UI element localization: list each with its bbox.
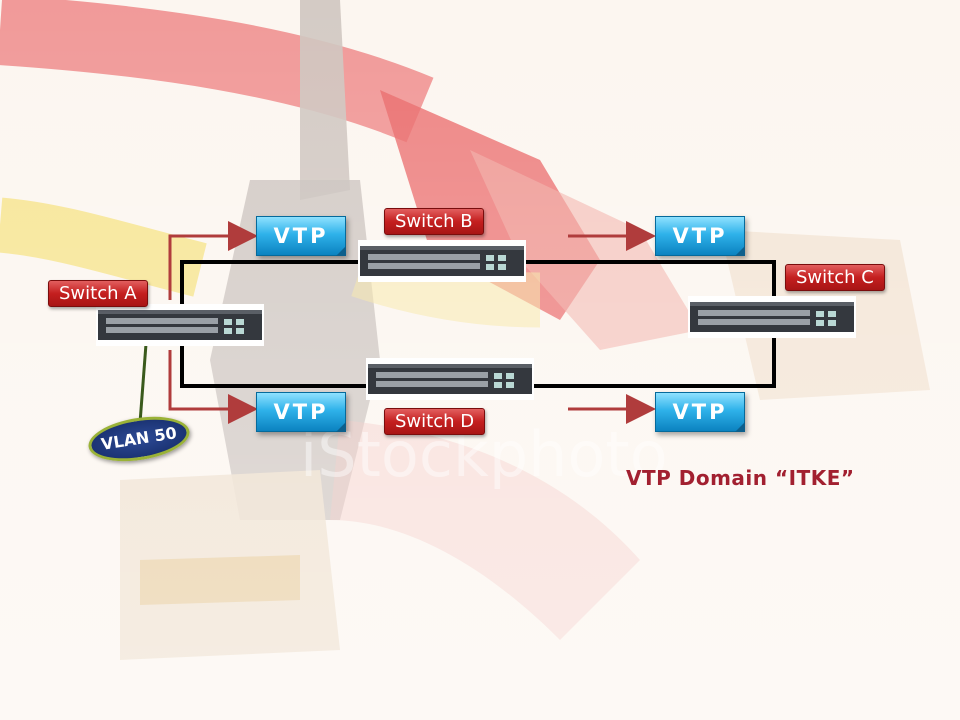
switch-c-device <box>688 296 856 338</box>
switch-icon <box>690 302 854 332</box>
vtp-badge-bottom-right: VTP <box>655 392 745 432</box>
vtp-badge-top-right: VTP <box>655 216 745 256</box>
vtp-arrow-a-bottom <box>168 350 258 424</box>
switch-a-label: Switch A <box>48 280 148 307</box>
switch-icon <box>360 246 524 276</box>
vtp-badge-bottom-left: VTP <box>256 392 346 432</box>
vlan-link <box>138 343 148 424</box>
switch-b-label: Switch B <box>384 208 484 235</box>
switch-icon <box>98 310 262 340</box>
vtp-domain-caption: VTP Domain “ITKE” <box>626 466 855 490</box>
vtp-badge-top-left: VTP <box>256 216 346 256</box>
switch-icon <box>368 364 532 394</box>
switch-b-device <box>358 240 526 282</box>
vtp-arrow-a-top <box>168 221 258 300</box>
switch-d-device <box>366 358 534 400</box>
switch-a-device <box>96 304 264 346</box>
switch-c-label: Switch C <box>785 264 885 291</box>
switch-d-label: Switch D <box>384 408 486 435</box>
